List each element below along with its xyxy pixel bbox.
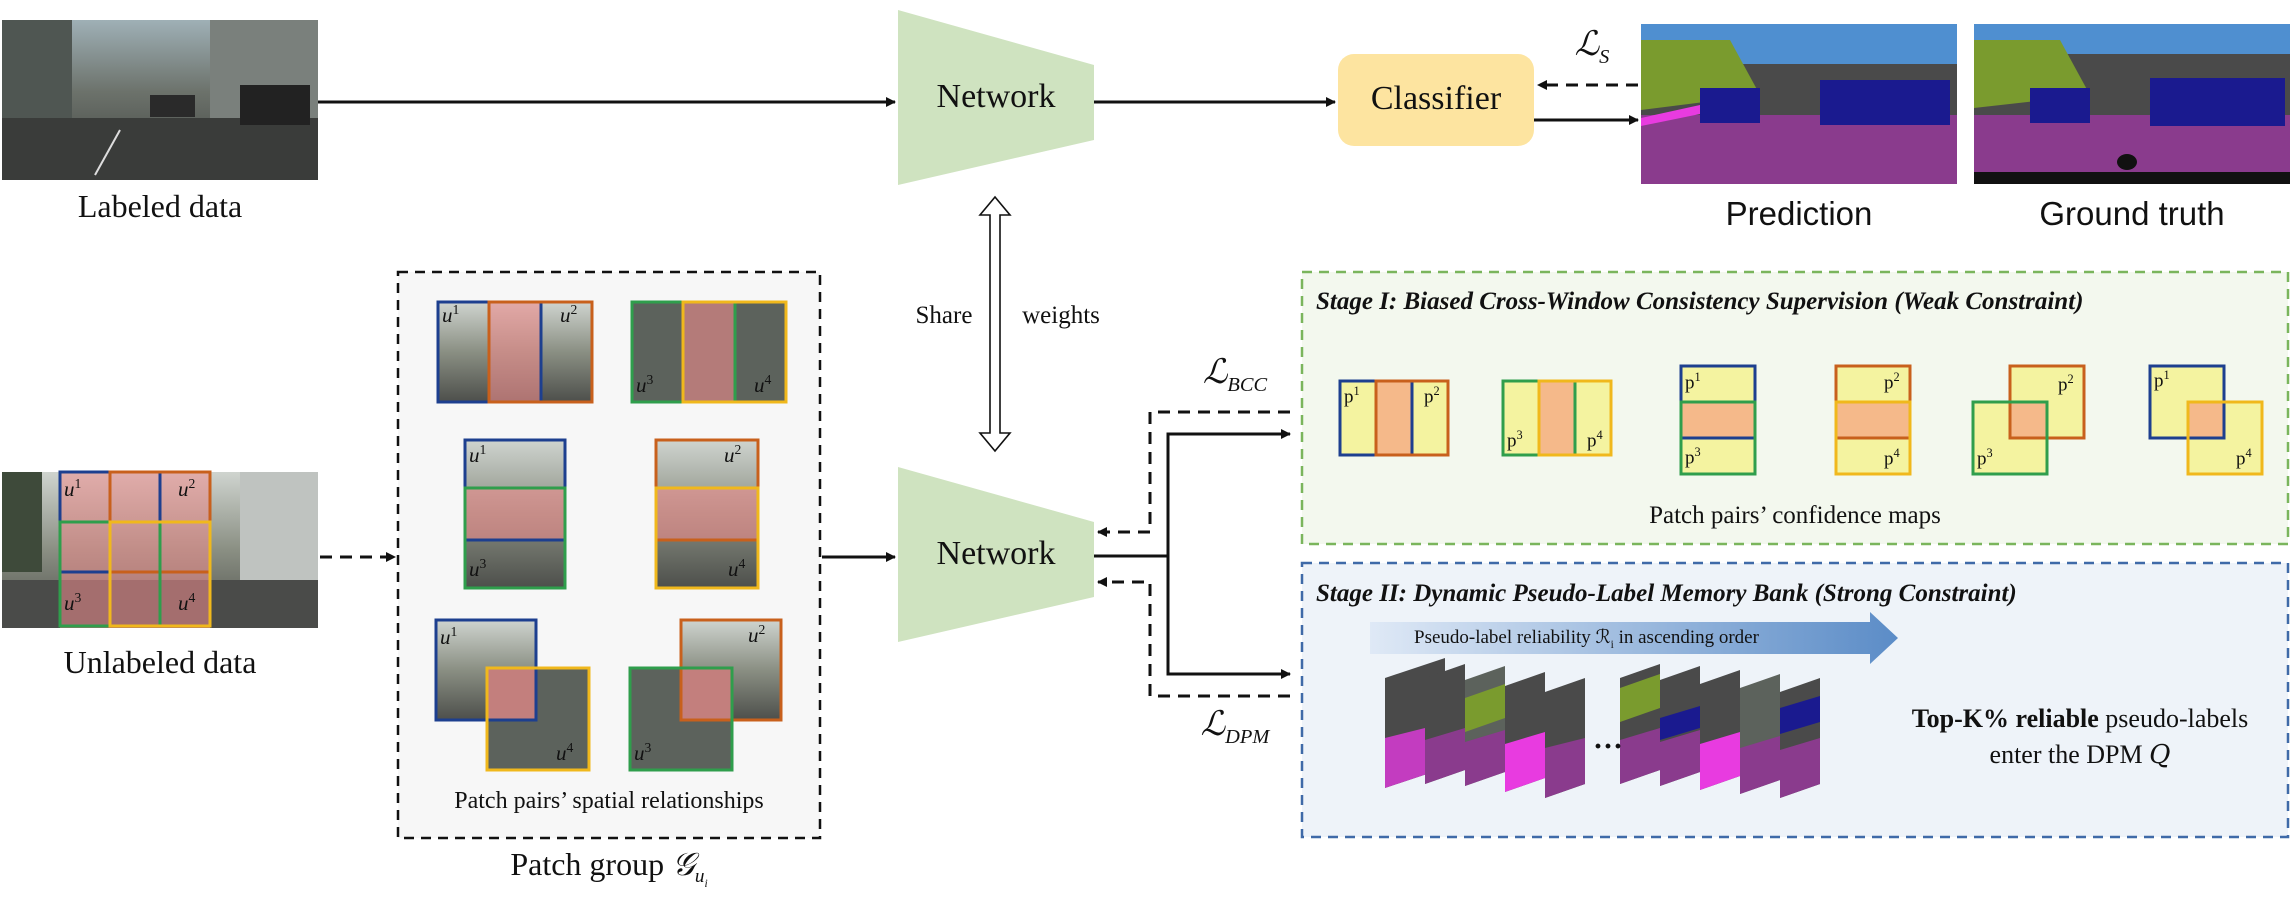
pg-u4-label-b: u4 [728,556,746,581]
classifier-box [1338,54,1534,146]
loss-s-label: ℒS [1574,26,1610,68]
stage2-title: Stage II: Dynamic Pseudo-Label Memory Ba… [1316,580,2017,607]
s1-p2-label-e: p2 [2058,372,2074,396]
arrow-network-to-stage2 [1166,556,1291,679]
stage1-box [1300,270,2290,546]
patch-pair-u2-u4 [654,438,760,590]
pg-u3-label-a: u3 [636,372,654,397]
conf-pair-p2-p3 [1971,364,2086,476]
pg-u4-label-a: u4 [754,372,772,397]
s1-p1-label-f: p1 [2154,368,2170,392]
pg-u1-label-a: u1 [442,302,460,327]
s1-p3-label-b: p3 [1507,428,1523,452]
patch-group-caption: Patch group 𝒢ui [510,846,708,891]
patch-pair-u1-u3 [463,438,567,590]
s1-p1-label-a: p1 [1344,384,1360,408]
unlabeled-image [2,470,318,628]
pg-u4-label-c: u4 [556,740,574,765]
pg-u2-label-c: u2 [748,622,766,647]
ground-truth-caption: Ground truth [2039,195,2225,232]
s1-p4-label-b: p4 [1587,428,1603,452]
unlabeled-u1-label: u1 [64,476,82,501]
unlabeled-u3-label: u3 [64,590,82,615]
share-weights-arrow [978,195,1012,453]
patch-pair-u1-u4 [434,618,591,772]
prediction-map [1641,24,1957,184]
classifier-label: Classifier [1370,80,1502,117]
s1-p3-label-c: p3 [1685,445,1701,469]
arrow-loss-bcc [1097,410,1290,537]
ground-truth-map [1974,24,2290,184]
labeled-data-caption: Labeled data [77,188,243,224]
s1-p1-label-c: p1 [1685,370,1701,394]
pg-u3-label-b: u3 [469,556,487,581]
topk-line1: Top-K% reliable pseudo-labels [1911,704,2249,733]
s1-p2-label-d: p2 [1884,370,1900,394]
pg-u3-label-c: u3 [634,740,652,765]
pg-u2-label-a: u2 [560,302,578,327]
unlabeled-data-caption: Unlabeled data [63,644,257,680]
network-top-shape [898,10,1094,185]
share-label: Share [915,302,973,329]
patch-group-inner-caption: Patch pairs’ spatial relationships [454,788,764,814]
labeled-image [2,20,318,180]
arrow-network-to-stage1 [1094,429,1291,558]
s1-p4-label-f: p4 [2236,446,2252,470]
s1-p2-label-a: p2 [1424,384,1440,408]
pg-u2-label-b: u2 [724,442,742,467]
patch-pair-u1-u2 [436,300,594,404]
patch-pair-u3-u4 [630,300,788,404]
reliability-arrow [1370,612,1898,664]
network-bottom-shape [898,467,1094,642]
ellipsis-dots: ··· [1592,730,1623,763]
arrow-loss-dpm [1097,577,1290,698]
unlabeled-u4-label: u4 [178,590,196,615]
topk-line2: enter the DPM 𝑄 [1989,740,2171,769]
conf-pair-p1-p4 [2148,364,2264,476]
loss-bcc-label: ℒBCC [1202,354,1268,396]
patch-pair-u2-u3 [628,618,783,772]
pg-u1-label-c: u1 [440,624,458,649]
prediction-caption: Prediction [1725,195,1873,232]
s1-p3-label-e: p3 [1977,446,1993,470]
conf-pair-p2-p4 [1834,364,1912,476]
unlabeled-u2-label: u2 [178,476,196,501]
reliability-arrow-label: Pseudo-label reliability ℛi in ascending… [1414,627,1759,651]
network-top-label: Network [936,78,1056,115]
pseudo-label-stack [1385,658,1820,798]
conf-pair-p1-p2 [1338,379,1450,457]
conf-pair-p3-p4 [1501,379,1613,457]
weights-label: weights [1022,302,1100,329]
s1-p4-label-d: p4 [1884,446,1900,470]
loss-dpm-label: ℒDPM [1200,706,1270,748]
stage1-title: Stage I: Biased Cross-Window Consistency… [1316,288,2084,315]
network-bottom-label: Network [936,535,1056,572]
conf-pair-p1-p3 [1679,364,1757,476]
pg-u1-label-b: u1 [469,442,487,467]
stage1-caption: Patch pairs’ confidence maps [1649,502,1941,529]
